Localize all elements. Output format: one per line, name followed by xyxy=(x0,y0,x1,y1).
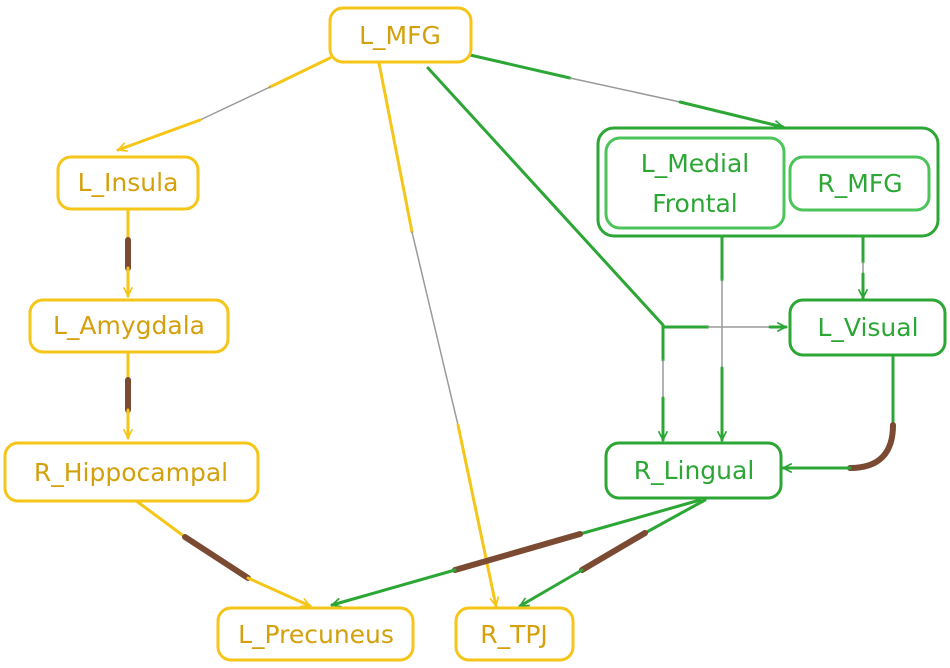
node-l-insula-label: L_Insula xyxy=(78,168,179,197)
node-l-visual-label: L_Visual xyxy=(817,313,918,342)
node-l-medial-frontal-label-line2: Frontal xyxy=(652,189,738,218)
node-r-lingual-label: R_Lingual xyxy=(634,456,755,485)
node-l-amygdala-label: L_Amygdala xyxy=(53,311,205,340)
edge-lvisual-rlingual xyxy=(781,355,896,468)
edge-lmfg-rtpj xyxy=(376,56,496,606)
node-l-precuneus-label: L_Precuneus xyxy=(238,620,394,649)
node-r-tpj: R_TPJ xyxy=(454,606,575,662)
node-l-precuneus: L_Precuneus xyxy=(216,606,415,662)
node-l-mfg: L_MFG xyxy=(328,6,473,64)
edge-rlingual-lprecuneus xyxy=(332,498,702,605)
nodes: L_MFG L_Insula L_Amygdala R_Hippocampal … xyxy=(3,6,947,662)
node-r-mfg: R_MFG xyxy=(788,155,931,212)
edge-lmfg-greenmodule xyxy=(468,53,783,127)
edge-lmfg-junction xyxy=(426,66,665,327)
node-l-insula: L_Insula xyxy=(56,155,200,211)
edge-rlingual-rtpj xyxy=(520,498,707,608)
node-l-mfg-label: L_MFG xyxy=(359,21,441,50)
edge-lmfg-linsula xyxy=(118,56,332,150)
node-r-tpj-label: R_TPJ xyxy=(480,620,548,649)
node-l-amygdala: L_Amygdala xyxy=(28,298,230,354)
edge-rhippocampal-lprecuneus xyxy=(133,498,310,608)
node-l-medial-frontal-label-line1: L_Medial xyxy=(641,149,749,178)
node-r-lingual: R_Lingual xyxy=(604,441,783,500)
node-r-mfg-label: R_MFG xyxy=(817,169,902,198)
node-green-module: L_Medial Frontal R_MFG xyxy=(596,126,940,238)
edges xyxy=(118,53,896,608)
node-l-visual: L_Visual xyxy=(788,298,947,357)
node-r-hippocampal-label: R_Hippocampal xyxy=(34,458,228,487)
node-l-medial-frontal: L_Medial Frontal xyxy=(604,136,786,230)
node-r-hippocampal: R_Hippocampal xyxy=(3,441,260,503)
